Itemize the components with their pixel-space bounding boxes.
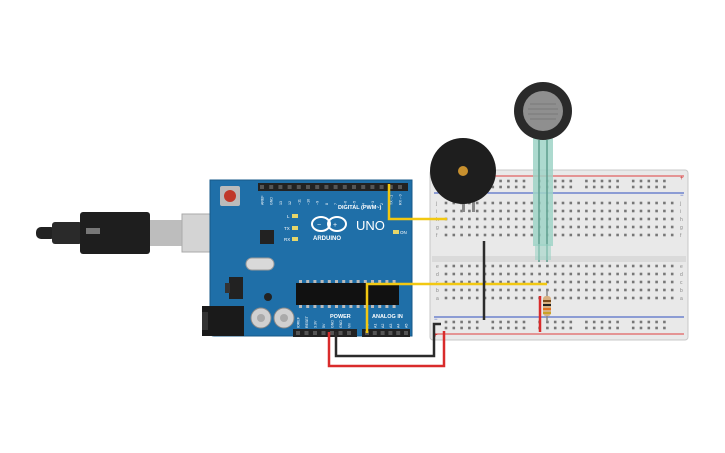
digital-pin-label: ~3 xyxy=(371,201,375,205)
row-letter: g xyxy=(436,225,439,231)
atmega-chip xyxy=(296,283,399,305)
arduino-logo: − + xyxy=(311,216,347,232)
wire-buzzer-yellow[interactable] xyxy=(387,184,447,221)
wire-gnd-black[interactable] xyxy=(334,322,441,358)
power-pin-label: RESET xyxy=(305,315,309,328)
digital-pin-label: ~11 xyxy=(297,199,301,205)
row-letter: i xyxy=(436,209,437,215)
row-letter: e xyxy=(680,264,683,270)
power-label: POWER xyxy=(330,314,351,320)
digital-pin-label: 2 xyxy=(380,203,384,205)
digital-pin-label: 13 xyxy=(279,201,283,205)
row-letter: f xyxy=(436,233,438,239)
analog-pin-label: A1 xyxy=(373,324,377,328)
digital-pin-label: ~5 xyxy=(353,201,357,205)
row-letter: b xyxy=(436,288,439,294)
power-pin-labels: IOREF RESET 3.3V 5V GND GND Vin xyxy=(297,315,352,328)
digital-pin-label: ~6 xyxy=(343,201,347,205)
wires[interactable] xyxy=(327,184,547,368)
row-letter: j xyxy=(435,201,437,207)
digital-pin-label: ~10 xyxy=(307,199,311,205)
analog-label: ANALOG IN xyxy=(372,314,403,320)
analog-pin-label: A4 xyxy=(397,324,401,328)
on-led-label: ON xyxy=(400,230,407,235)
digital-pin-label: 12 xyxy=(288,201,292,205)
piezo-buzzer-icon[interactable] xyxy=(430,138,496,212)
model-label: UNO xyxy=(356,218,385,233)
row-letter: a xyxy=(436,296,439,302)
svg-text:+: + xyxy=(680,176,684,182)
digital-pin-labels: AREF GND 13 12 ~11 ~10 ~9 8 7 ~6 ~5 4 ~3 2 TX→1 RX←0 xyxy=(261,194,403,205)
row-letter: d xyxy=(680,272,683,278)
digital-pin-label: RX←0 xyxy=(399,194,403,205)
row-letter: f xyxy=(680,233,682,239)
svg-text:−: − xyxy=(434,317,438,323)
svg-text:+: + xyxy=(333,222,337,229)
brand-label: ARDUINO xyxy=(313,236,341,242)
analog-pin-label: A2 xyxy=(381,324,385,328)
row-letter: e xyxy=(436,264,439,270)
tx-label: TX xyxy=(284,226,290,231)
power-pin-holes xyxy=(296,331,351,335)
digital-pin-label: 4 xyxy=(362,203,366,205)
row-letter: c xyxy=(680,280,683,286)
crystal xyxy=(245,257,275,271)
power-pin-label: 3.3V xyxy=(314,320,318,328)
row-letter: b xyxy=(680,288,683,294)
arduino-uno-board[interactable]: AREF GND 13 12 ~11 ~10 ~9 8 7 ~6 ~5 4 ~3 2 TX→1 RX←0 DI… xyxy=(202,179,413,337)
digital-pin-label: 8 xyxy=(325,203,329,205)
digital-pin-label: ~9 xyxy=(316,201,320,205)
l-led-label: L xyxy=(287,214,290,219)
power-pin-label: GND xyxy=(331,320,335,328)
power-pin-label: GND xyxy=(339,320,343,328)
analog-header xyxy=(362,329,410,337)
usb-cable-icon[interactable] xyxy=(36,212,237,254)
analog-pin-label: A3 xyxy=(389,324,393,328)
digital-pin-label: AREF xyxy=(261,195,265,205)
row-letter: d xyxy=(436,272,439,278)
power-pin-label: 5V xyxy=(322,323,326,328)
regulator xyxy=(229,277,243,299)
power-pin-label: IOREF xyxy=(297,316,301,328)
row-letter: a xyxy=(680,296,683,302)
digital-pin-label: GND xyxy=(270,197,274,205)
digital-pin-holes xyxy=(260,185,402,189)
usb-chip xyxy=(260,230,274,244)
svg-text:−: − xyxy=(680,193,684,199)
analog-pin-label: A5 xyxy=(405,324,409,328)
row-letter: h xyxy=(680,217,683,223)
digital-header xyxy=(258,183,408,191)
row-letter: j xyxy=(679,201,681,207)
resistor-icon[interactable] xyxy=(543,290,551,322)
svg-text:−: − xyxy=(317,222,321,229)
wire-analog-yellow[interactable] xyxy=(365,282,547,333)
force-sensor-icon[interactable] xyxy=(514,82,572,262)
row-letter: i xyxy=(680,209,681,215)
power-jack[interactable] xyxy=(202,306,244,336)
digital-pin-label: TX→1 xyxy=(389,195,393,205)
digital-pin-label: 7 xyxy=(334,203,338,205)
wire-5v-red[interactable] xyxy=(327,331,446,368)
digital-label: DIGITAL (PWM~) xyxy=(338,205,382,211)
power-pin-label: Vin xyxy=(348,323,352,328)
rx-label: RX xyxy=(284,237,290,242)
svg-text:+: + xyxy=(434,333,438,339)
row-letter: g xyxy=(680,225,683,231)
